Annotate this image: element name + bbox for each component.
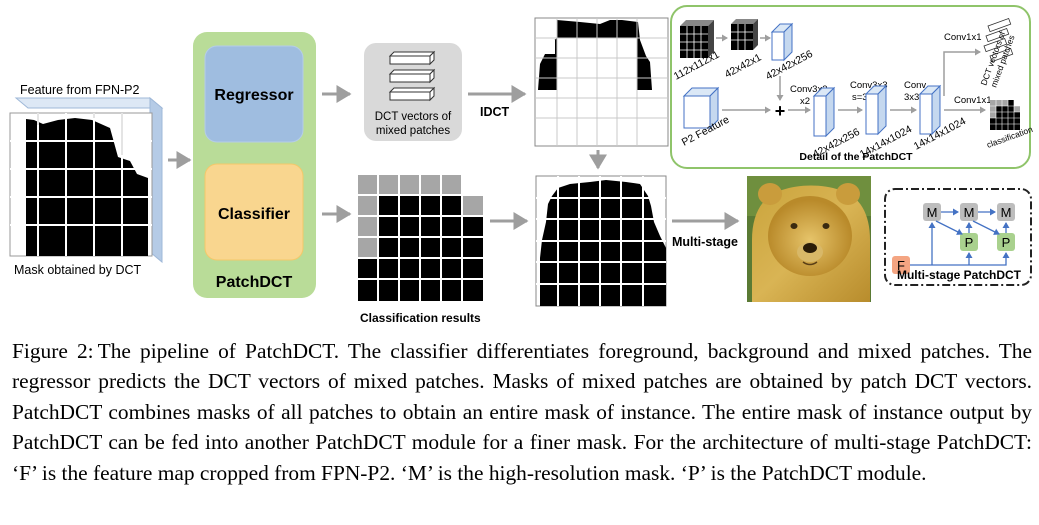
patchdct-label: PatchDCT bbox=[216, 274, 293, 291]
mask-112-block bbox=[680, 20, 714, 58]
figure-caption: Figure 2:The pipeline of PatchDCT. The c… bbox=[12, 336, 1032, 488]
bear-image bbox=[747, 176, 871, 302]
feat-14x14x1024-2 bbox=[918, 84, 942, 136]
idct-label: IDCT bbox=[480, 105, 510, 119]
feature-stack bbox=[9, 96, 164, 264]
regressor-box bbox=[204, 45, 304, 143]
node-m-1-label: M bbox=[927, 205, 938, 220]
patchdct-panel: Regressor Classifier PatchDCT bbox=[193, 32, 316, 298]
pipeline-figure: Feature from FPN-P2 Mask obtained by DCT… bbox=[9, 5, 1034, 325]
idct-patch-grid bbox=[534, 17, 669, 147]
feat-42x42x256-top bbox=[770, 22, 794, 62]
conv3x3-x2-a: Conv3x3 bbox=[790, 84, 828, 95]
conv3x3-x2-b: x2 bbox=[800, 96, 810, 107]
regressor-label: Regressor bbox=[214, 87, 293, 104]
conv1x1-top-label: Conv1x1 bbox=[944, 32, 982, 43]
conv3x3-s3-a: Conv3x3 bbox=[850, 80, 888, 91]
multistage-label: Multi-stage bbox=[672, 235, 738, 249]
caption-text: The pipeline of PatchDCT. The classifier… bbox=[12, 339, 1032, 485]
plus-icon: + bbox=[775, 101, 786, 121]
mini-dct-vectors bbox=[983, 17, 1014, 63]
combined-mask bbox=[535, 175, 667, 307]
multistage-patchdct-box: M M M P P F Multi-stage PatchDCT bbox=[884, 188, 1032, 286]
mini-classification-grid bbox=[990, 100, 1020, 130]
node-p-2-label: P bbox=[1002, 235, 1011, 250]
detail-title: Detail of the PatchDCT bbox=[799, 151, 913, 163]
dct-vectors-label-1: DCT vectors of bbox=[375, 111, 452, 123]
conv3x3-c-a: Conv bbox=[904, 80, 926, 91]
mask-dct-label: Mask obtained by DCT bbox=[14, 263, 142, 277]
classifier-label: Classifier bbox=[218, 206, 290, 223]
caption-label: Figure 2: bbox=[12, 339, 94, 363]
conv3x3-s3-b: s=3 bbox=[852, 92, 868, 103]
node-m-1 bbox=[923, 203, 941, 221]
node-m-3-label: M bbox=[1001, 205, 1012, 220]
classifier-box bbox=[204, 163, 304, 261]
node-p-1 bbox=[960, 233, 978, 251]
classification-results-label: Classification results bbox=[360, 311, 481, 325]
classification-grid bbox=[358, 175, 483, 301]
node-m-2-label: M bbox=[964, 205, 975, 220]
dct-vectors-label-2: mixed patches bbox=[376, 125, 450, 137]
node-f bbox=[892, 256, 910, 274]
feature-label: Feature from FPN-P2 bbox=[20, 83, 140, 97]
node-p-1-label: P bbox=[965, 235, 974, 250]
node-f-label: F bbox=[897, 258, 905, 273]
conv3x3-c-b: 3x3 bbox=[904, 92, 919, 103]
feat-14x14x1024-1 bbox=[864, 84, 888, 136]
detail-panel: 112x112x1 42x42x1 42x42x256 P2 Feature bbox=[670, 5, 1034, 169]
p2-feature-block bbox=[682, 86, 720, 130]
feat-42x42x256-bottom bbox=[812, 86, 836, 138]
dct-vectors-box: DCT vectors of mixed patches bbox=[364, 43, 462, 141]
multistage-patchdct-label: Multi-stage PatchDCT bbox=[897, 268, 1022, 282]
node-p-2 bbox=[997, 233, 1015, 251]
conv1x1-bottom-label: Conv1x1 bbox=[954, 95, 992, 106]
node-m-3 bbox=[997, 203, 1015, 221]
mask-42-block bbox=[731, 19, 758, 50]
node-m-2 bbox=[960, 203, 978, 221]
